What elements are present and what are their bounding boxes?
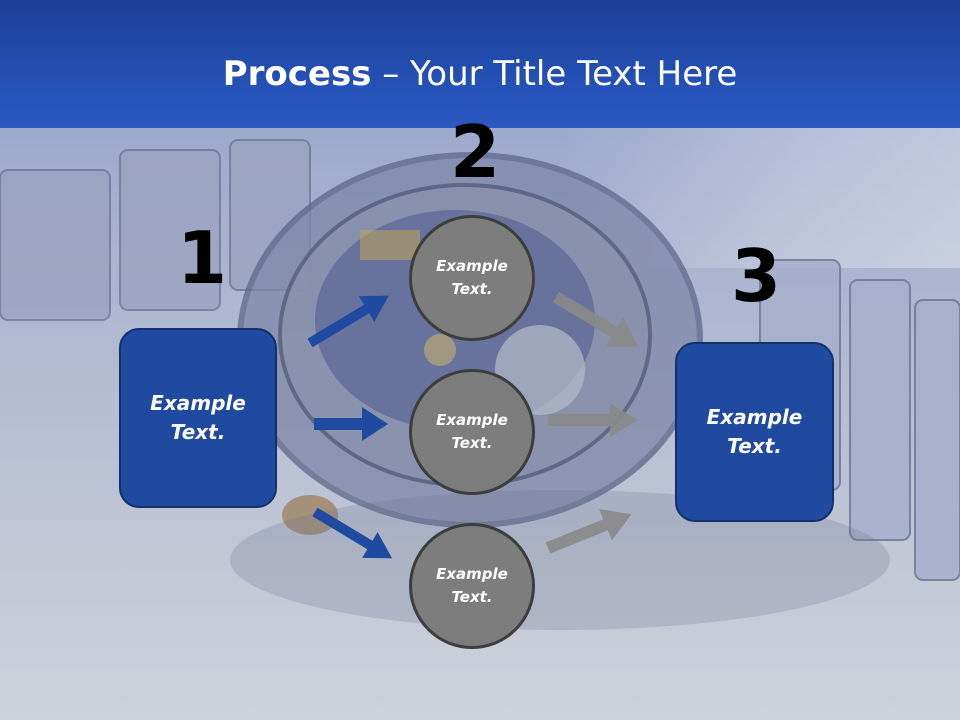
title-bar xyxy=(0,0,960,128)
arrow-from-bottom-circle xyxy=(545,509,632,554)
step-number-1: 1 xyxy=(177,216,228,300)
right-process-box: Example Text. xyxy=(675,342,834,522)
step-number-3: 3 xyxy=(731,234,782,318)
arrow-to-middle-circle xyxy=(314,407,388,441)
slide-title: Process – Your Title Text Here xyxy=(0,52,960,96)
step-number-2: 2 xyxy=(450,110,501,194)
title-rest: – Your Title Text Here xyxy=(371,54,738,94)
title-bold: Process xyxy=(222,54,372,94)
top-step-circle: Example Text. xyxy=(409,215,535,341)
left-process-box: Example Text. xyxy=(119,328,277,508)
arrow-from-top-circle xyxy=(552,291,639,347)
arrow-to-bottom-circle xyxy=(312,507,393,559)
middle-step-circle: Example Text. xyxy=(409,369,535,495)
arrow-to-top-circle xyxy=(307,295,389,348)
bottom-step-circle: Example Text. xyxy=(409,523,535,649)
arrow-from-middle-circle xyxy=(548,403,638,437)
